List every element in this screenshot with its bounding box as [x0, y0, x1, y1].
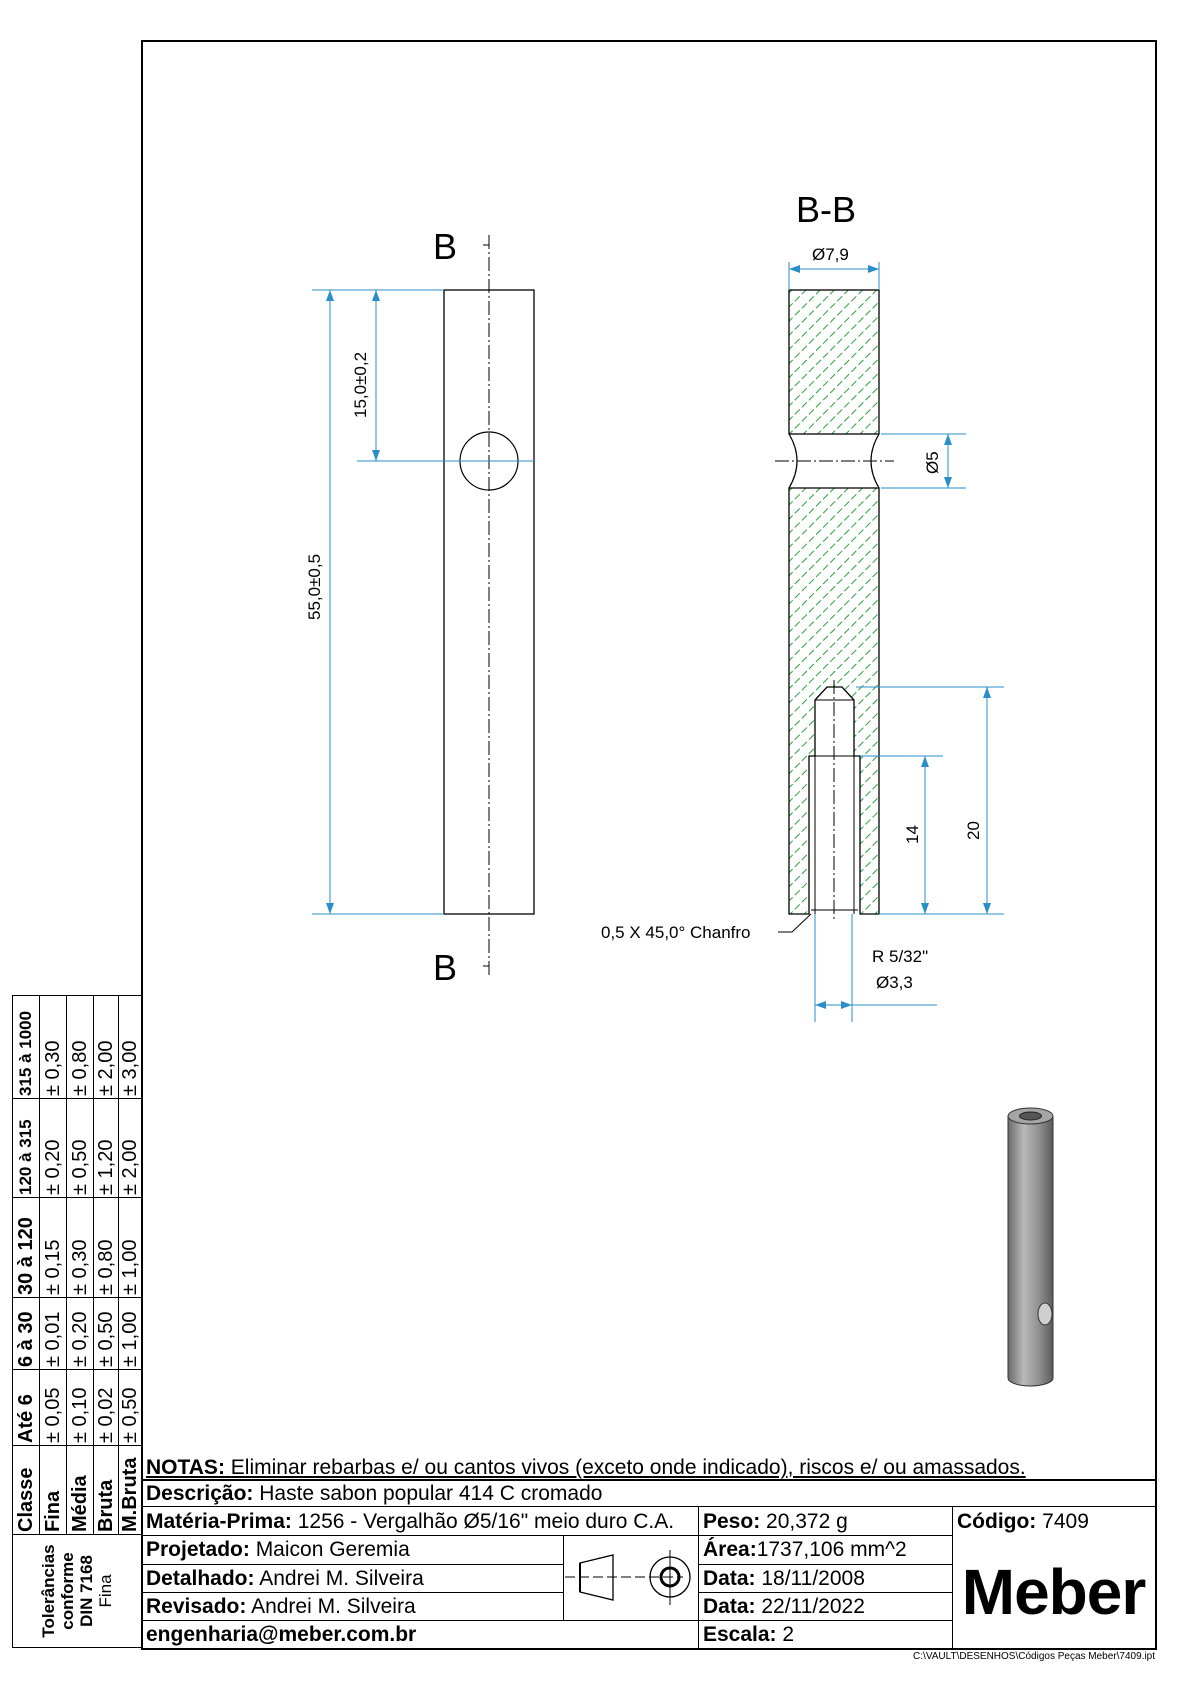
tolerance-value: ± 0,15 — [39, 1197, 67, 1298]
description: Descrição: Haste sabon popular 414 C cro… — [146, 1482, 603, 1505]
dimension-bore-depth: 20 — [964, 821, 983, 840]
notes: NOTAS: Eliminar rebarbas e/ ou cantos vi… — [146, 1456, 1026, 1479]
company-logo: Meber — [961, 1555, 1147, 1628]
tolerance-class: Média — [66, 1445, 94, 1535]
detailed-by: Detalhado: Andrei M. Silveira — [146, 1567, 424, 1590]
tolerance-title-line: conforme — [58, 1552, 77, 1630]
tolerance-value: ± 0,10 — [66, 1369, 94, 1446]
thread-radius-note: R 5/32" — [872, 947, 928, 966]
tolerance-value: ± 0,30 — [39, 995, 67, 1099]
weight: Peso: 20,372 g — [703, 1508, 848, 1535]
tolerance-value: ± 2,00 — [118, 1098, 142, 1198]
designed-by: Projetado: Maicon Geremia — [146, 1538, 410, 1561]
part-code: Código: 7409 — [957, 1510, 1089, 1533]
tolerance-value: ± 1,20 — [93, 1098, 119, 1198]
dimension-hole-position: 15,0±0,2 — [351, 352, 370, 418]
tolerance-value: ± 0,30 — [66, 1197, 94, 1298]
revised-by: Revisado: Andrei M. Silveira — [146, 1595, 416, 1618]
tolerance-value: ± 0,50 — [93, 1297, 119, 1370]
section-marker-top: B — [433, 226, 457, 267]
tolerance-value: ± 0,80 — [93, 1197, 119, 1298]
dimension-groove-diameter: Ø5 — [923, 451, 942, 474]
dimension-thread-depth: 14 — [903, 825, 922, 844]
tolerance-header: 120 à 315 — [12, 1098, 40, 1198]
drawing-frame — [141, 40, 1157, 1650]
email: engenharia@meber.com.br — [146, 1623, 417, 1646]
tolerance-value: ± 0,20 — [39, 1098, 67, 1198]
tolerance-class: Fina — [39, 1445, 67, 1535]
dimension-overall-length: 55,0±0,5 — [305, 554, 324, 620]
isometric-view — [1007, 1107, 1054, 1387]
tolerance-value: ± 0,01 — [39, 1297, 67, 1370]
dimension-bore-diameter: Ø3,3 — [876, 973, 913, 992]
tolerance-value: ± 2,00 — [93, 995, 119, 1099]
tolerance-value: ± 0,80 — [66, 995, 94, 1099]
dimension-outer-diameter: Ø7,9 — [812, 245, 849, 264]
tolerance-class: M.Bruta — [118, 1445, 142, 1535]
section-title: B-B — [796, 189, 856, 230]
tolerance-header: 315 à 1000 — [12, 995, 40, 1099]
tolerance-value: ± 0,02 — [93, 1369, 119, 1446]
tolerance-header: 6 à 30 — [12, 1297, 40, 1370]
creation-date: Data: 18/11/2008 — [703, 1567, 865, 1590]
projection-symbol-icon — [565, 1550, 691, 1605]
tolerance-title-line: DIN 7168 — [77, 1555, 96, 1627]
tolerance-title: Tolerâncias conforme DIN 7168 Fina — [12, 1534, 142, 1648]
section-marker-bottom: B — [433, 947, 457, 988]
chamfer-note: 0,5 X 45,0° Chanfro — [601, 923, 751, 942]
area: Área:1737,106 mm^2 — [703, 1538, 907, 1561]
raw-material: Matéria-Prima: 1256 - Vergalhão Ø5/16" m… — [146, 1510, 675, 1533]
tolerance-value: ± 0,20 — [66, 1297, 94, 1370]
tolerance-header: Até 6 — [12, 1369, 40, 1446]
tolerance-value: ± 1,00 — [118, 1297, 142, 1370]
tolerance-value: ± 3,00 — [118, 995, 142, 1099]
tolerance-table: Tolerâncias conforme DIN 7168 Fina Class… — [12, 995, 142, 1648]
tolerance-value: ± 0,50 — [66, 1098, 94, 1198]
revision-date: Data: 22/11/2022 — [703, 1595, 865, 1618]
tolerance-value: ± 1,00 — [118, 1197, 142, 1298]
section-hatch-lower — [788, 487, 880, 915]
scale: Escala: 2 — [703, 1623, 795, 1646]
tolerance-title-line: Fina — [96, 1574, 115, 1608]
tolerance-class: Bruta — [93, 1445, 119, 1535]
section-hatch-upper — [788, 289, 880, 435]
tolerance-header: 30 à 120 — [12, 1197, 40, 1298]
tolerance-header: Classe — [12, 1445, 40, 1535]
file-path: C:\VAULT\DESENHOS\Códigos Peças Meber\74… — [913, 1651, 1155, 1662]
tolerance-value: ± 0,50 — [118, 1369, 142, 1446]
tolerance-value: ± 0,05 — [39, 1369, 67, 1446]
front-view: B B 55,0±0,5 15,0±0,2 — [305, 226, 535, 988]
tolerance-title-line: Tolerâncias — [39, 1544, 58, 1638]
section-view: B-B Ø7,9 Ø5 20 — [601, 189, 1004, 1022]
